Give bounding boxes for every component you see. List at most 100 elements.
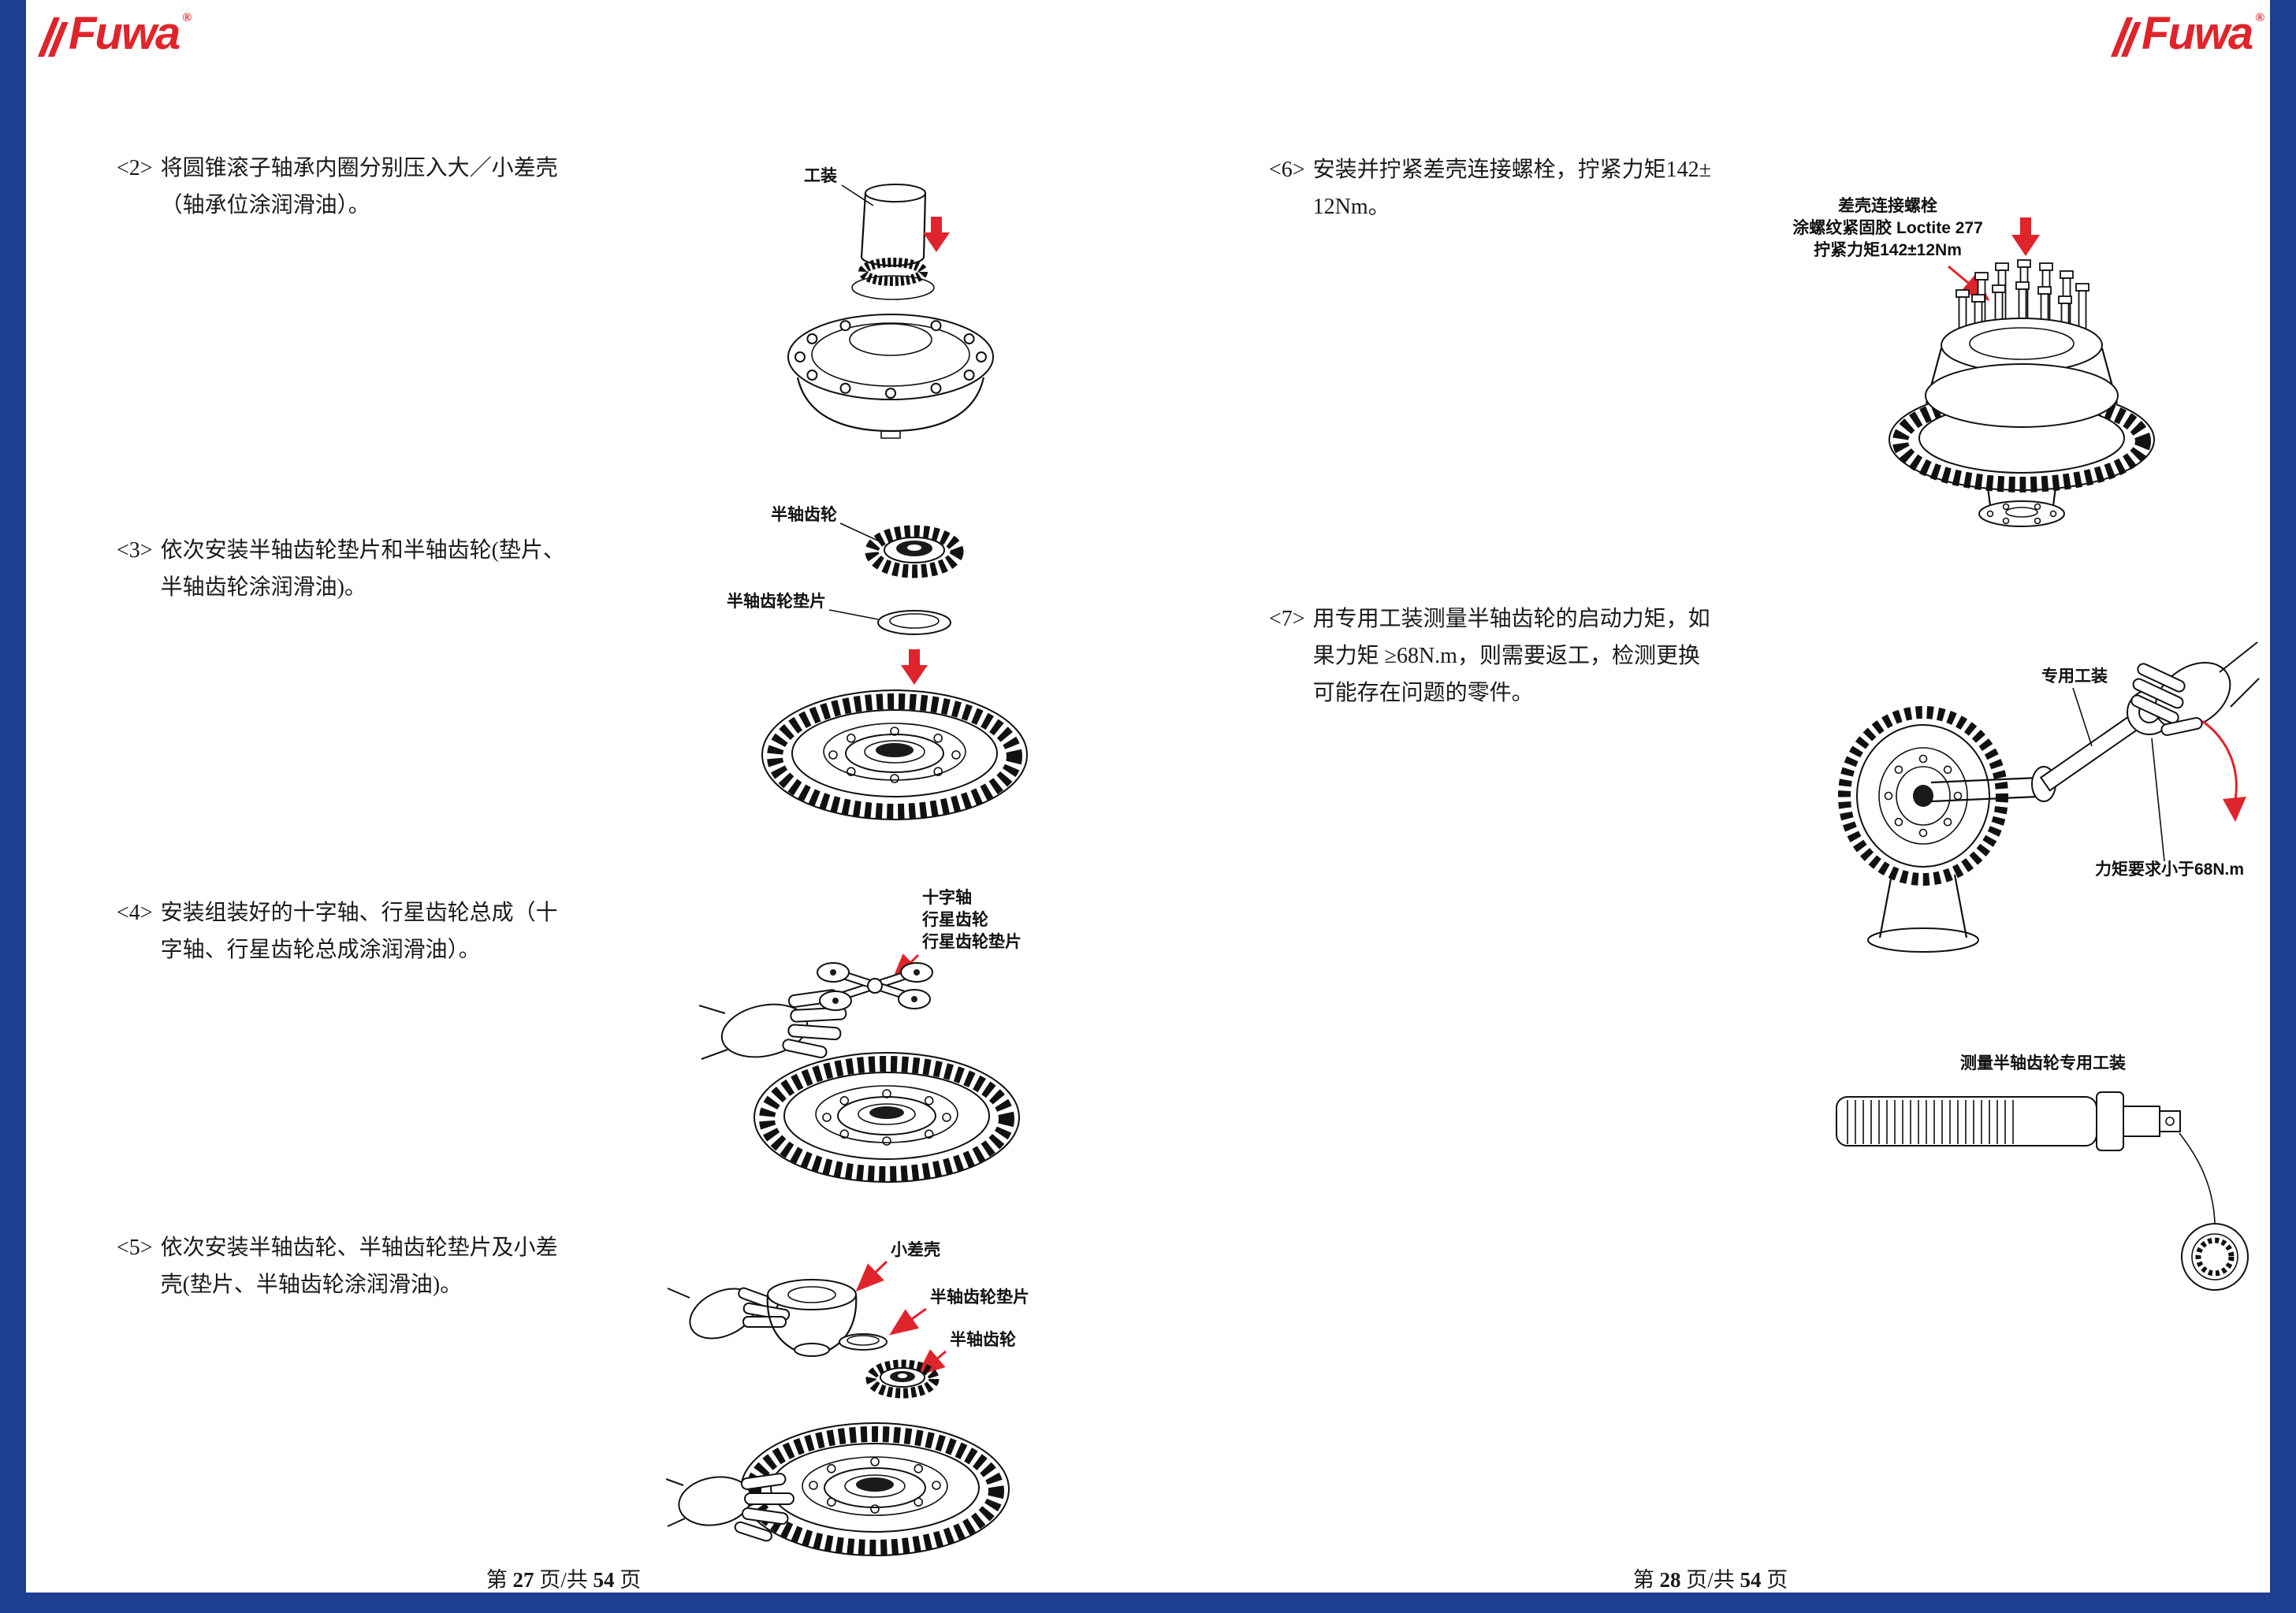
leader-line — [2179, 1132, 2216, 1224]
step-2-line-2: （轴承位涂润滑油）。 — [160, 193, 370, 217]
case-mid-flange — [1925, 363, 2119, 428]
figure-side-gear-small-case-install: 小差壳 半轴齿轮垫片 半轴齿轮 — [666, 1225, 1068, 1588]
step-5-line-2: 壳(垫片、半轴齿轮涂润滑油)。 — [160, 1273, 463, 1297]
red-rotation-arrow — [2201, 719, 2238, 801]
step-2-marker: <2> — [117, 156, 153, 180]
step-4: <4> 安装组装好的十字轴、行星齿轮总成（十 字轴、行星齿轮总成涂润滑油）。 — [117, 894, 558, 968]
hand — [2130, 641, 2260, 736]
leader-line — [839, 522, 882, 543]
step-4-marker: <4> — [117, 901, 153, 925]
leader-line — [2072, 687, 2093, 747]
footer-page: 27 — [512, 1568, 534, 1592]
right-border — [2270, 0, 2296, 1613]
step-5-line-1: 依次安装半轴齿轮、半轴齿轮垫片及小差 — [160, 1236, 558, 1260]
figure-side-gear-washer-install: 半轴齿轮 半轴齿轮垫片 — [725, 495, 1056, 851]
ring-gear — [740, 1422, 1010, 1556]
footer-text: 页/共 — [1686, 1568, 1735, 1592]
step-7: <7> 用专用工装测量半轴齿轮的启动力矩，如 果力矩 ≥68N.m，则需要返工，… — [1269, 600, 1710, 712]
right-page-number: 第 28 页/共 54 页 — [1584, 1563, 1836, 1593]
spider-assembly — [817, 962, 933, 1011]
step-3-marker: <3> — [117, 538, 153, 563]
logo-bars-icon — [2110, 17, 2143, 57]
logo-registered-mark: ® — [182, 11, 192, 24]
label-loctite: 涂螺纹紧固胶 Loctite 277 — [1792, 218, 1983, 237]
step-7-line-2: 果力矩 ≥68N.m，则需要返工，检测更换 — [1312, 644, 1700, 668]
label-planet-gear: 行星齿轮 — [921, 910, 988, 929]
step-5: <5> 依次安装半轴齿轮、半轴齿轮垫片及小差 壳(垫片、半轴齿轮涂润滑油)。 — [117, 1229, 558, 1303]
step-5-marker: <5> — [117, 1236, 153, 1260]
label-special-tool: 专用工装 — [2041, 667, 2108, 686]
diff-gear-disc — [1838, 706, 2008, 886]
label-torque-limit: 力矩要求小于68N.m — [2095, 860, 2244, 879]
thrust-washer — [839, 1333, 888, 1351]
leader-line — [841, 184, 874, 206]
ring-gear — [761, 689, 1028, 820]
fuwa-logo-right: Fuwa ® — [2110, 8, 2265, 59]
footer-text: 页/共 — [539, 1568, 588, 1592]
red-rotation-arrowhead — [2223, 797, 2246, 822]
step-3-line-1: 依次安装半轴齿轮垫片和半轴齿轮(垫片、 — [160, 538, 565, 563]
figure-press-bearing-into-case: 工装 — [749, 154, 1033, 485]
figure-torque-measurement: 专用工装 力矩要求小于68N.m — [1805, 603, 2262, 989]
step-2: <2> 将圆锥滚子轴承内圈分别压入大／小差壳 （轴承位涂润滑油）。 — [117, 150, 558, 224]
label-planet-gear-washer: 行星齿轮垫片 — [921, 932, 1021, 951]
bottom-border — [0, 1593, 2296, 1613]
hand-bottom — [666, 1473, 794, 1542]
tapered-bearing — [851, 258, 935, 300]
footer-total: 54 — [1740, 1568, 1762, 1592]
leader-line — [2151, 738, 2165, 862]
logo-registered-mark: ® — [2255, 11, 2265, 24]
step-7-line-1: 用专用工装测量半轴齿轮的启动力矩，如 — [1312, 607, 1710, 631]
leader-line — [828, 609, 879, 620]
label-side-gear-washer: 半轴齿轮垫片 — [727, 592, 826, 611]
red-leader-arrow — [855, 1260, 888, 1292]
bottom-hub — [1978, 486, 2065, 527]
label-torque-spec: 拧紧力矩142±12Nm — [1814, 240, 1962, 259]
logo-bars-icon — [37, 17, 70, 57]
label-tool: 工装 — [804, 167, 837, 185]
logo-text: Fuwa — [69, 8, 180, 59]
footer-text: 第 — [486, 1568, 508, 1592]
step-6-line-1: 安装并拧紧差壳连接螺栓，拧紧力矩142± — [1312, 158, 1711, 182]
thrust-washer — [877, 610, 951, 635]
ring-gear — [754, 1052, 1020, 1183]
red-leader-arrow — [916, 1349, 947, 1377]
step-2-line-1: 将圆锥滚子轴承内圈分别压入大／小差壳 — [160, 156, 558, 180]
diff-case-flange — [787, 314, 994, 439]
step-7-line-3: 可能存在问题的零件。 — [1312, 681, 1534, 705]
wrench-arm — [2039, 713, 2142, 792]
label-cross-shaft: 十字轴 — [922, 888, 972, 907]
spline-shaft-tool — [1836, 1091, 2181, 1151]
label-side-gear: 半轴齿轮 — [771, 505, 837, 524]
figure-measuring-tool: 测量半轴齿轮专用工装 — [1821, 1048, 2262, 1332]
label-side-gear: 半轴齿轮 — [950, 1330, 1016, 1349]
label-side-gear-washer: 半轴齿轮垫片 — [930, 1288, 1029, 1306]
red-down-arrow — [901, 649, 928, 685]
step-4-line-2: 字轴、行星齿轮总成涂润滑油）。 — [160, 938, 481, 962]
step-6-marker: <6> — [1269, 158, 1305, 182]
label-small-case: 小差壳 — [891, 1240, 940, 1259]
step-3: <3> 依次安装半轴齿轮垫片和半轴齿轮(垫片、 半轴齿轮涂润滑油)。 — [117, 532, 565, 606]
label-case-bolts: 差壳连接螺栓 — [1838, 196, 1937, 215]
step-6: <6> 安装并拧紧差壳连接螺栓，拧紧力矩142± 12Nm。 — [1269, 151, 1711, 225]
footer-text: 页 — [1766, 1568, 1788, 1592]
red-down-arrow — [923, 217, 950, 252]
fuwa-logo-left: Fuwa ® — [37, 8, 192, 59]
left-border — [0, 0, 26, 1613]
hand-top — [667, 1287, 791, 1340]
side-gear — [865, 525, 964, 578]
side-gear — [865, 1359, 940, 1399]
fixture-stand — [1867, 874, 1979, 953]
label-measuring-tool: 测量半轴齿轮专用工装 — [1960, 1054, 2126, 1072]
footer-page: 28 — [1659, 1568, 1681, 1592]
hand — [698, 989, 847, 1060]
step-3-line-2: 半轴齿轮涂润滑油)。 — [160, 575, 367, 600]
press-tool — [860, 184, 927, 267]
small-diff-case — [766, 1279, 858, 1357]
footer-text: 第 — [1632, 1568, 1654, 1592]
figure-spider-assembly-install: 十字轴 行星齿轮 行星齿轮垫片 — [698, 881, 1068, 1220]
step-4-line-1: 安装组装好的十字轴、行星齿轮总成（十 — [160, 901, 558, 925]
left-page-number: 第 27 页/共 54 页 — [437, 1563, 690, 1593]
logo-text: Fuwa — [2142, 8, 2253, 59]
